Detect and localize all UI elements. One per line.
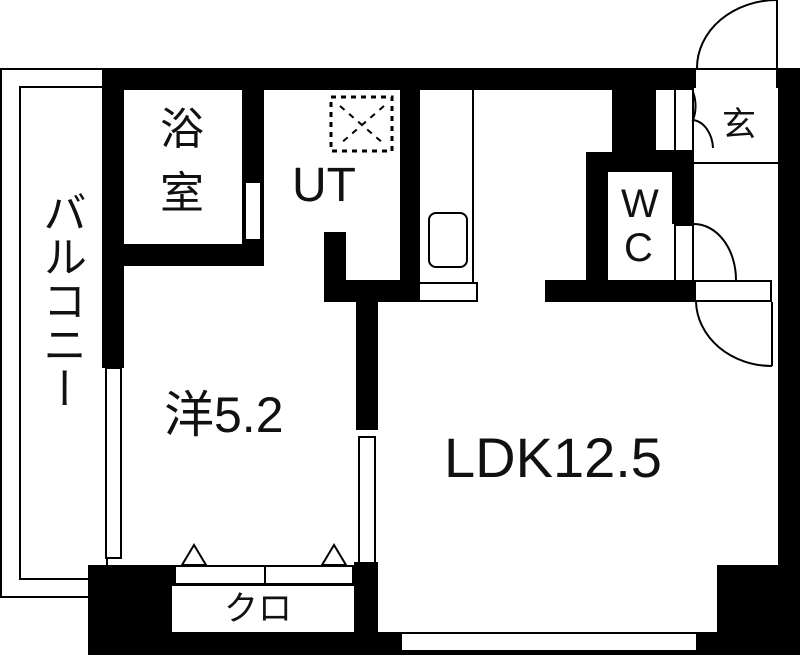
- room-label-utility: UT: [292, 159, 356, 212]
- left-window: [105, 367, 122, 559]
- room-label-wc-2: C: [624, 226, 653, 270]
- bath-bottom-wall: [102, 244, 264, 266]
- left-wall-upper: [102, 68, 124, 368]
- bottom-right-pillar: [717, 565, 800, 655]
- room-label-wc-1: W: [621, 182, 659, 226]
- room-label-western: 洋5.2: [164, 387, 284, 443]
- kitchen-counter: [418, 88, 474, 284]
- room-label-closet: クロ: [224, 589, 292, 629]
- wc-right-wall: [672, 152, 694, 224]
- bottom-left-pillar: [88, 565, 174, 655]
- wc-left-wall: [586, 152, 608, 300]
- hall-door-frame: [694, 280, 772, 302]
- balcony-inner: [19, 86, 108, 580]
- wc-door-panel: [674, 224, 694, 282]
- ldk-window: [400, 632, 698, 652]
- wc-top-wall: [586, 152, 694, 172]
- room-label-bath-1: 浴: [160, 104, 204, 155]
- bedroom-right-wall-lower: [354, 562, 378, 642]
- room-label-entrance: 玄: [722, 105, 756, 145]
- bath-window: [244, 181, 262, 241]
- closet-body: [170, 584, 356, 634]
- entrance-pillar: [612, 68, 654, 156]
- room-label-ldk: LDK12.5: [444, 426, 662, 489]
- kitchen-counter-end: [418, 282, 478, 302]
- right-wall: [778, 68, 800, 655]
- sink-icon: [428, 212, 468, 268]
- bedroom-right-wall: [356, 280, 378, 430]
- wc-bottom-wall: [545, 280, 695, 302]
- room-label-bath-2: 室: [160, 168, 204, 219]
- room-label-balcony: バルコニー: [35, 190, 86, 410]
- kitchen-left-wall: [400, 68, 420, 302]
- entrance-step: [692, 88, 780, 164]
